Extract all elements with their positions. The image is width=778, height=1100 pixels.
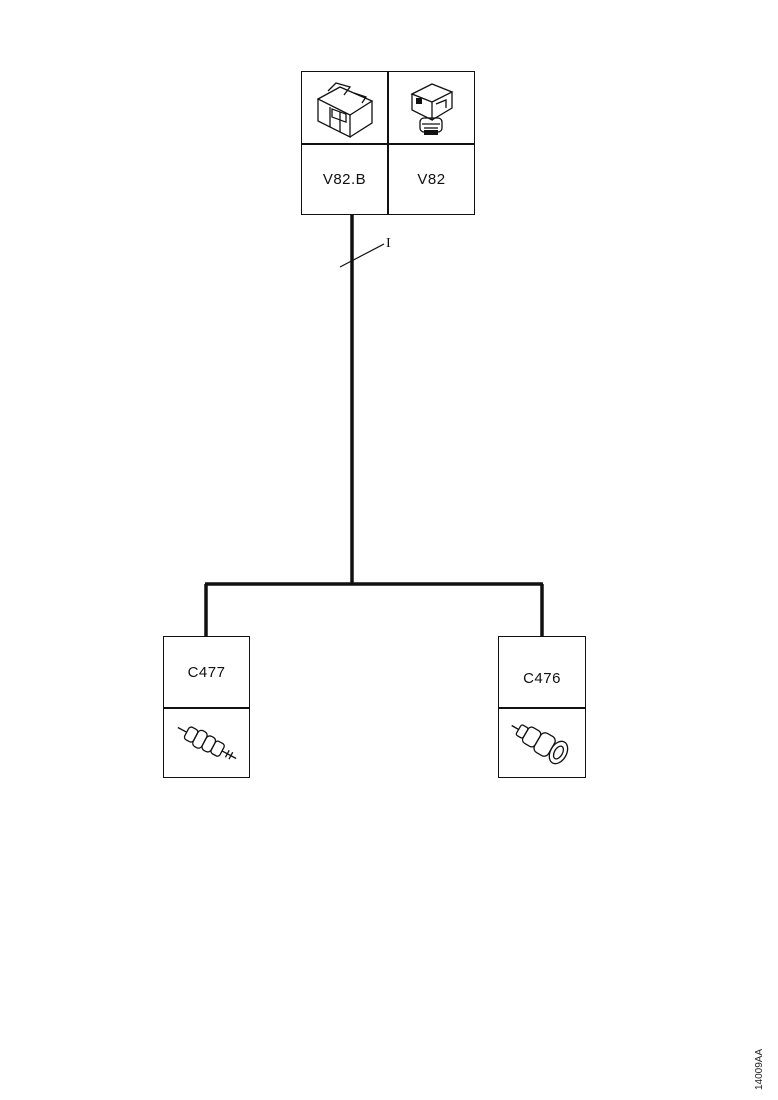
c477-label-cell: C477 (164, 637, 249, 707)
connector-plug-icon (511, 724, 569, 765)
bottom-right-component-box: C476 (498, 636, 586, 778)
motor-assembly-icon (409, 82, 454, 135)
bottom-right-divider (499, 707, 585, 709)
c476-label-cell: C476 (499, 637, 585, 719)
c476-icon-cell (499, 709, 585, 777)
cable-connector-icon (177, 726, 236, 760)
c477-label: C477 (187, 663, 226, 681)
v82-icon-cell (389, 72, 475, 143)
switch-module-icon (316, 81, 373, 138)
wire-label: I (386, 236, 391, 251)
v82b-label: V82.B (322, 170, 367, 188)
top-component-box: V82.B V82 (301, 71, 475, 215)
top-box-horizontal-divider (302, 143, 474, 145)
c476-label: C476 (523, 669, 561, 687)
c477-icon-cell (164, 709, 249, 777)
v82b-label-cell: V82.B (302, 144, 387, 214)
wire-label-leader (339, 243, 385, 268)
bottom-left-component-box: C477 (163, 636, 250, 778)
v82b-icon-cell (302, 72, 387, 143)
v82-label: V82 (417, 170, 446, 188)
bottom-left-divider (164, 707, 249, 709)
reference-code: 14009AA (754, 1048, 765, 1090)
v82-label-cell: V82 (389, 144, 475, 214)
